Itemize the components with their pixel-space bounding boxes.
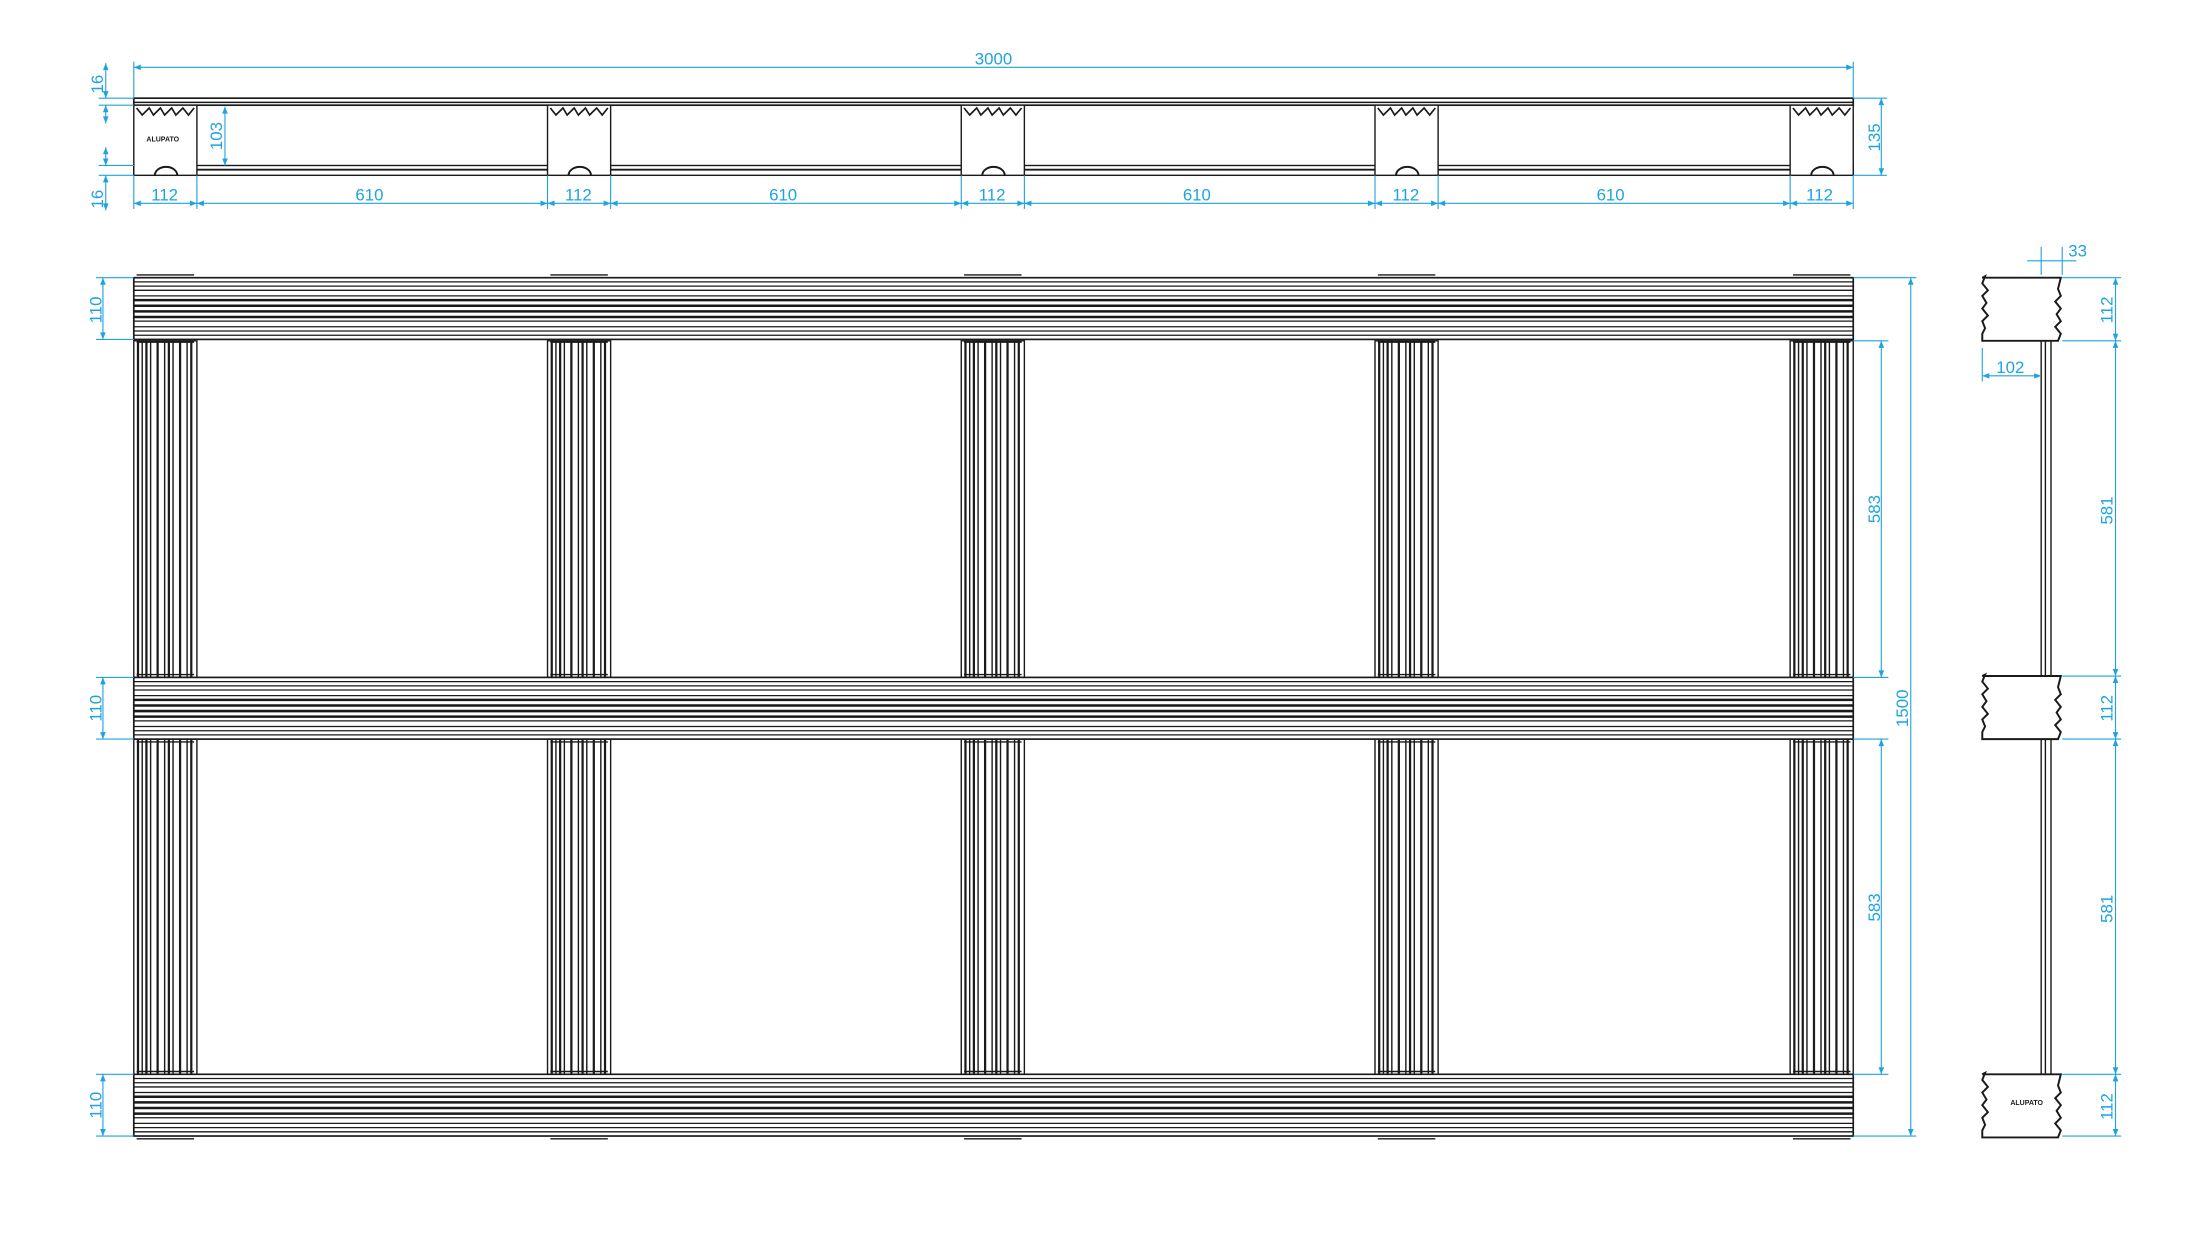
dimension-arrow <box>102 63 109 99</box>
side-block <box>1981 672 2063 741</box>
dim-inner-height: 103 <box>207 122 226 150</box>
deck-band <box>132 1073 1855 1137</box>
logo: ALUPATO <box>146 137 179 144</box>
top-view-block <box>133 104 198 177</box>
top-view-block <box>546 104 612 177</box>
block-foot-arc <box>1395 165 1420 176</box>
dim-segment: 610 <box>1183 186 1211 205</box>
block-foot-arc <box>981 165 1006 176</box>
dimension-lines <box>95 61 2122 1137</box>
block-groove <box>549 106 609 117</box>
dimension-arrow <box>2112 676 2119 740</box>
side-block <box>1981 1070 2063 1139</box>
dim-block-offset: 102 <box>1996 358 2024 377</box>
dimension-arrow <box>100 677 106 740</box>
dim-top-board: 16 <box>88 75 107 94</box>
deck-band <box>132 676 1855 740</box>
dim-segment: 610 <box>355 186 383 205</box>
dim-band-width: 110 <box>87 1092 106 1119</box>
dim-block-height: 112 <box>2098 695 2117 722</box>
dim-bottom-board: 16 <box>88 190 107 209</box>
dim-side-gap: 581 <box>2098 496 2117 524</box>
dim-gap: 583 <box>1865 893 1884 921</box>
dim-side-gap: 581 <box>2098 895 2117 923</box>
side-block <box>1981 274 2063 342</box>
dim-segment: 112 <box>1806 186 1833 205</box>
dim-band-width: 110 <box>87 297 106 324</box>
block-foot-arc <box>153 165 179 176</box>
dim-segment: 610 <box>1597 186 1625 205</box>
dimension-arrow <box>100 277 106 340</box>
block-groove <box>1377 106 1436 117</box>
dim-gap: 583 <box>1865 495 1884 523</box>
dim-segment: 112 <box>1392 186 1419 205</box>
dim-overall-width: 1500 <box>1893 690 1912 727</box>
dimension-arrow <box>102 105 109 124</box>
pallet-geometry: ALUPATO ALUPATO <box>132 97 2063 1140</box>
dim-block-height: 112 <box>2098 297 2117 324</box>
dimension-arrow <box>133 200 197 207</box>
logo: ALUPATO <box>2010 1100 2043 1107</box>
dim-band-width: 110 <box>87 695 106 722</box>
dim-segment: 112 <box>565 186 592 205</box>
dimension-arrow <box>2112 1074 2119 1137</box>
dim-overall-height: 135 <box>1865 123 1884 151</box>
top-view-block <box>1374 104 1439 177</box>
dim-segment: 112 <box>979 186 1006 205</box>
dimension-arrow <box>1790 200 1854 207</box>
dim-block-height: 112 <box>2098 1093 2117 1120</box>
top-view-block <box>1789 104 1854 177</box>
dimension-arrow <box>102 175 109 211</box>
dim-segment: 610 <box>769 186 797 205</box>
dim-board-thickness: 33 <box>2068 242 2087 261</box>
dimension-arrow <box>100 1074 106 1137</box>
top-view-block <box>960 104 1026 177</box>
dimension-arrow <box>1374 200 1439 207</box>
deck-band <box>132 276 1855 341</box>
dim-segment: 112 <box>151 186 178 205</box>
block-groove <box>963 106 1023 117</box>
dimension-arrow <box>222 106 228 166</box>
dimension-arrow <box>547 200 611 207</box>
block-groove <box>1792 106 1852 117</box>
dimension-arrow <box>102 147 109 166</box>
block-groove <box>135 106 195 117</box>
dimension-arrow <box>961 200 1025 207</box>
block-foot-arc <box>567 165 592 176</box>
block-foot-arc <box>1810 165 1835 176</box>
dimension-arrow <box>2112 277 2119 341</box>
dimension-arrow <box>1982 373 2042 379</box>
dim-overall-length: 3000 <box>975 50 1012 69</box>
